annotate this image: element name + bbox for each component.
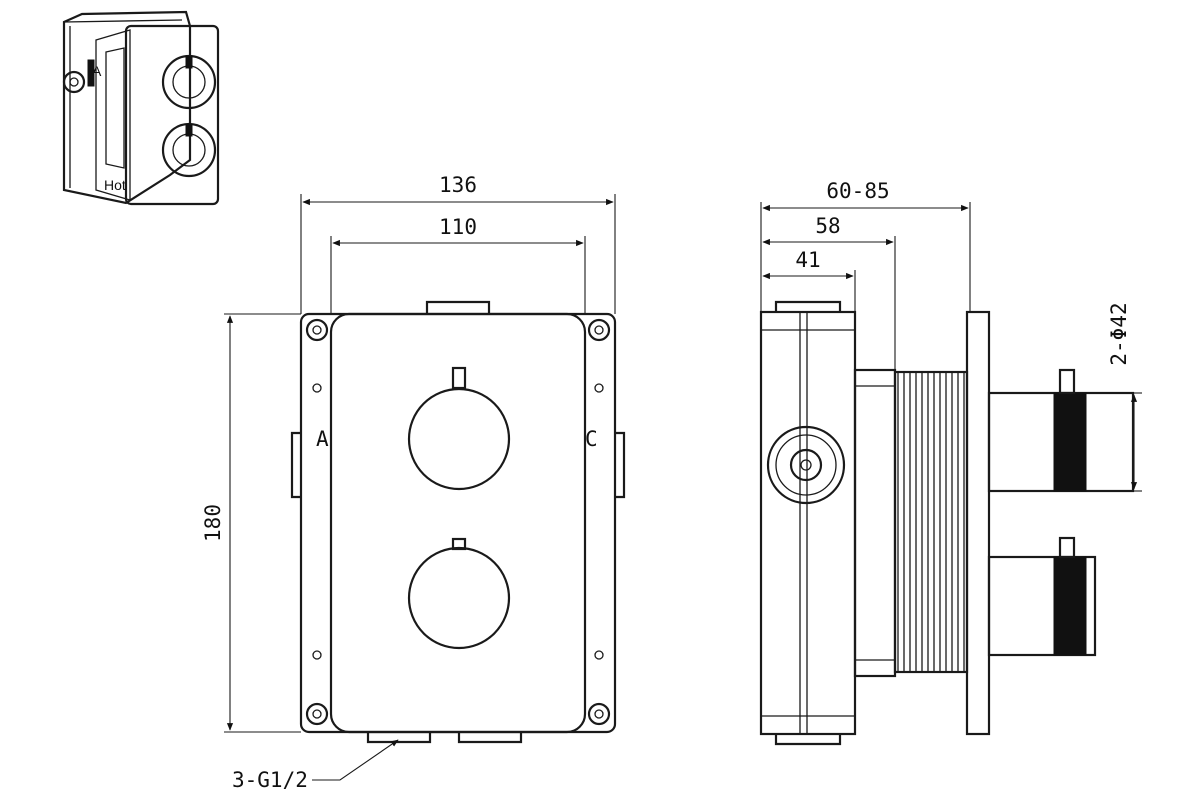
- port-label-c: C: [585, 427, 598, 451]
- side-collar: [853, 368, 897, 678]
- front-port-left-stub: [290, 431, 301, 499]
- dim-label-110: 110: [439, 215, 477, 239]
- side-port-inner: [789, 448, 823, 482]
- front-cover: [329, 312, 587, 734]
- product-thumbnail: A Hot: [62, 10, 220, 206]
- thumb-side-port: [62, 70, 86, 94]
- outlet-note: 3-G1/2: [232, 768, 308, 792]
- outlet-leader: [312, 739, 399, 781]
- side-bottom-port: [774, 734, 842, 746]
- front-corner-holes: [305, 318, 611, 726]
- front-bottom-port-left: [366, 732, 432, 744]
- side-dimensions: 60-85 58 41 2-Φ42: [760, 179, 1142, 492]
- dim-label-41: 41: [795, 248, 820, 272]
- port-label-a: A: [316, 427, 329, 451]
- thumb-box-front: [124, 24, 220, 206]
- front-mounting-plate: [299, 312, 617, 734]
- front-knob-bottom-stem: [451, 537, 467, 551]
- side-cover-plate: [965, 310, 991, 736]
- dim-label-phi42: 2-Φ42: [1107, 302, 1131, 365]
- thumb-text-hot: Hot: [104, 177, 126, 193]
- side-port-outer: [766, 425, 846, 505]
- side-knob-bottom-grip: [1053, 556, 1087, 656]
- dim-label-58: 58: [815, 214, 840, 238]
- thumb-box-back: [62, 10, 192, 205]
- front-knob-top: [407, 387, 511, 491]
- front-top-port: [425, 300, 491, 314]
- side-knob-bottom-stem: [1058, 536, 1076, 559]
- dim-label-180: 180: [201, 504, 225, 542]
- side-knob-bottom: [987, 555, 1097, 657]
- side-knob-top-stem: [1058, 368, 1076, 395]
- side-body: [759, 310, 857, 736]
- front-knob-top-stem: [451, 366, 467, 390]
- front-dimensions: 136 110 180 3-G1/2: [201, 173, 616, 792]
- side-top-port: [774, 300, 842, 312]
- front-knob-bottom: [407, 546, 511, 650]
- side-view: [759, 300, 1135, 746]
- dim-label-136: 136: [439, 173, 477, 197]
- thumb-letter-a: A: [92, 63, 102, 79]
- side-thread-ridges: [897, 372, 965, 672]
- side-thread: [893, 370, 969, 674]
- front-small-holes: [312, 383, 604, 660]
- front-port-right-stub: [615, 431, 626, 499]
- front-view: A C: [290, 300, 626, 744]
- front-bottom-port-right: [457, 732, 523, 744]
- dim-label-60-85: 60-85: [826, 179, 889, 203]
- side-knob-top-grip: [1053, 392, 1087, 492]
